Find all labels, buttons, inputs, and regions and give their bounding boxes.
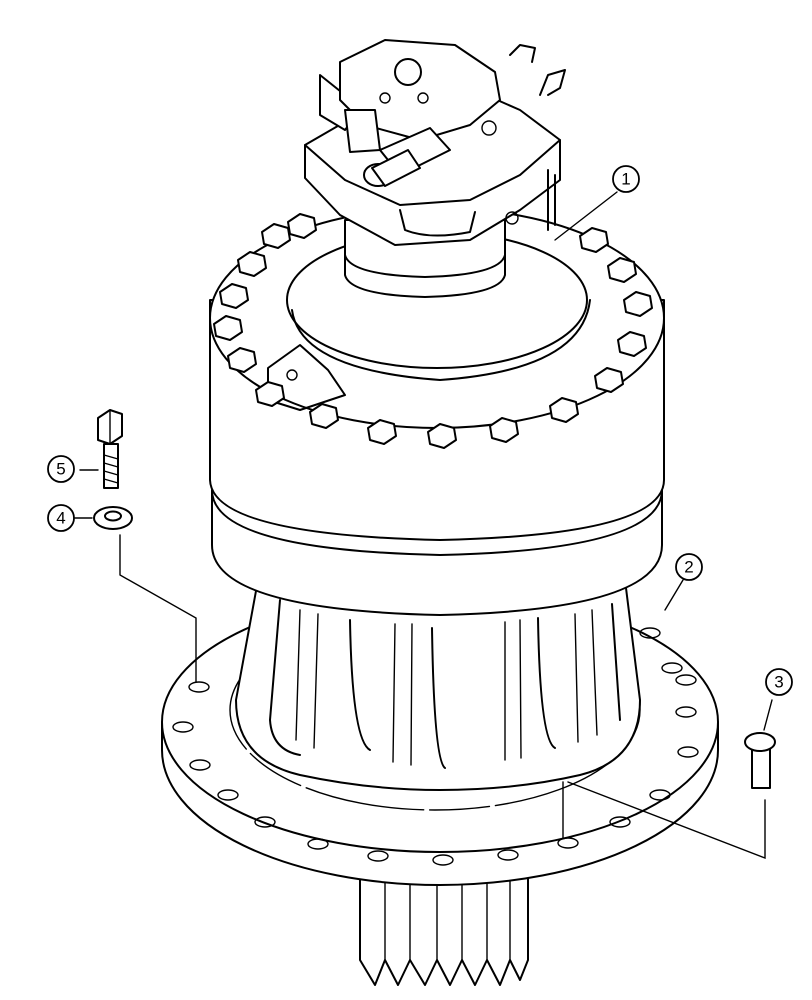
callout-4: 4 bbox=[47, 504, 75, 532]
callout-4-label: 4 bbox=[56, 509, 65, 528]
hex-bolt bbox=[367, 419, 397, 445]
hex-bolt bbox=[227, 347, 257, 373]
hex-bolt bbox=[579, 227, 609, 253]
washer-item-4 bbox=[93, 506, 133, 530]
hex-bolt bbox=[213, 315, 243, 341]
hex-bolt bbox=[309, 403, 339, 429]
hex-bolt bbox=[287, 213, 317, 239]
hex-bolt bbox=[549, 397, 579, 423]
hex-bolt bbox=[623, 291, 653, 317]
hex-bolt bbox=[594, 367, 624, 393]
callout-5-label: 5 bbox=[56, 460, 65, 479]
callout-1: 1 bbox=[612, 165, 640, 193]
hex-bolt bbox=[607, 257, 637, 283]
callout-5: 5 bbox=[47, 455, 75, 483]
hex-bolt bbox=[617, 331, 647, 357]
hex-bolt bbox=[427, 423, 457, 449]
hex-bolt-item-5 bbox=[97, 409, 123, 489]
pinion-gear bbox=[359, 869, 529, 986]
callout-1-label: 1 bbox=[621, 170, 630, 189]
callout-2: 2 bbox=[675, 553, 703, 581]
hex-bolt bbox=[489, 417, 519, 443]
hex-bolt bbox=[219, 283, 249, 309]
dowel-pin-item-3 bbox=[744, 732, 776, 789]
flange-bolt-holes bbox=[172, 627, 699, 866]
callout-2-label: 2 bbox=[684, 558, 693, 577]
hydraulic-swing-motor bbox=[304, 39, 566, 246]
callout-3: 3 bbox=[765, 668, 793, 696]
hex-bolt bbox=[255, 381, 285, 407]
hex-bolt bbox=[261, 223, 291, 249]
leader-lines bbox=[74, 191, 773, 860]
hex-bolt bbox=[237, 251, 267, 277]
drum-bolt-ring bbox=[213, 213, 653, 449]
ribbed-housing bbox=[235, 579, 641, 791]
callout-3-label: 3 bbox=[774, 673, 783, 692]
